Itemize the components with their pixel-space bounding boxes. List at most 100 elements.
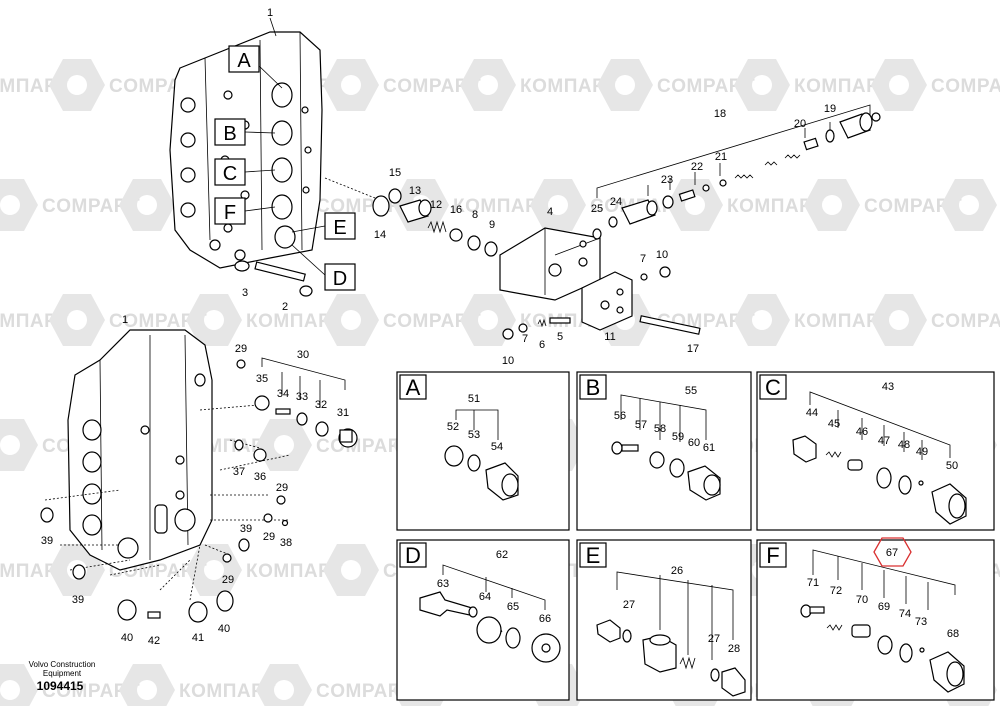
svg-text:COMPART: COMPART bbox=[316, 681, 414, 702]
o-ring-29b[interactable] bbox=[276, 495, 286, 505]
svg-text:A: A bbox=[237, 50, 251, 72]
part-label-1: 1 bbox=[267, 7, 273, 19]
o-ring-37[interactable] bbox=[234, 439, 244, 451]
o-ring-14[interactable] bbox=[372, 195, 390, 217]
o-ring-7-upper[interactable] bbox=[640, 273, 648, 281]
svg-text:D: D bbox=[333, 268, 347, 290]
pin-5[interactable] bbox=[549, 317, 571, 324]
part-label-6: 6 bbox=[539, 339, 545, 351]
valve-cover-11[interactable] bbox=[581, 271, 633, 331]
plug-31[interactable] bbox=[338, 428, 358, 448]
plug-13[interactable] bbox=[399, 199, 432, 223]
part-label-32: 32 bbox=[315, 399, 327, 411]
part-label-58: 58 bbox=[654, 423, 666, 435]
svg-text:COMPART: COMPART bbox=[931, 311, 1000, 332]
main-valve-block-bottom[interactable] bbox=[67, 329, 213, 571]
part-label-34: 34 bbox=[277, 388, 289, 400]
svg-text:D: D bbox=[405, 543, 421, 568]
watermark-tile: COMPART bbox=[597, 59, 755, 111]
part-label-31: 31 bbox=[337, 407, 349, 419]
detail-panel-f: F bbox=[756, 537, 995, 701]
part-label-25: 25 bbox=[591, 203, 603, 215]
part-label-4: 4 bbox=[547, 206, 553, 218]
o-ring-7[interactable] bbox=[518, 323, 528, 333]
part-label-57: 57 bbox=[635, 419, 647, 431]
o-ring-40b[interactable] bbox=[216, 590, 234, 612]
part-label-56: 56 bbox=[614, 410, 626, 422]
pin-38[interactable] bbox=[281, 519, 289, 527]
svg-text:КОМПАРТ: КОМПАРТ bbox=[179, 681, 276, 702]
spring-6[interactable] bbox=[537, 318, 547, 328]
o-ring-32[interactable] bbox=[315, 421, 329, 437]
part-label-14: 14 bbox=[374, 229, 386, 241]
part-label-26: 26 bbox=[671, 565, 683, 577]
svg-text:КОМПАРТ: КОМПАРТ bbox=[246, 311, 343, 332]
callout-box-f: F bbox=[214, 197, 246, 225]
callout-box-e: E bbox=[324, 212, 356, 240]
o-ring-41[interactable] bbox=[188, 601, 208, 623]
part-label-54: 54 bbox=[491, 441, 503, 453]
washer-3[interactable] bbox=[234, 260, 250, 272]
plug-10-upper[interactable] bbox=[659, 266, 671, 278]
o-ring-40a[interactable] bbox=[117, 599, 137, 621]
pin-34[interactable] bbox=[275, 408, 291, 415]
part-label-36: 36 bbox=[254, 471, 266, 483]
part-label-61: 61 bbox=[703, 442, 715, 454]
part-label-40: 40 bbox=[121, 632, 133, 644]
pin-42[interactable] bbox=[147, 611, 161, 619]
svg-text:C: C bbox=[223, 163, 237, 185]
o-ring-8[interactable] bbox=[467, 235, 481, 251]
part-label-71: 71 bbox=[807, 577, 819, 589]
watermark-tile: COMPART bbox=[256, 419, 414, 471]
part-label-72: 72 bbox=[830, 585, 842, 597]
watermark-tile: COMPART bbox=[0, 664, 140, 706]
part-label-27: 27 bbox=[708, 633, 720, 645]
part-label-13: 13 bbox=[409, 185, 421, 197]
washer-16[interactable] bbox=[449, 228, 463, 242]
o-ring-29a[interactable] bbox=[236, 359, 246, 369]
watermark-tile: COMPART bbox=[804, 179, 962, 231]
part-label-5: 5 bbox=[557, 331, 563, 343]
part-label-21: 21 bbox=[715, 151, 727, 163]
part-label-33: 33 bbox=[296, 391, 308, 403]
part-label-68: 68 bbox=[947, 628, 959, 640]
o-ring-39c[interactable] bbox=[238, 538, 250, 552]
svg-text:A: A bbox=[406, 375, 421, 400]
svg-text:B: B bbox=[223, 123, 236, 145]
callout-box-d: D bbox=[324, 263, 356, 291]
svg-text:COMPART: COMPART bbox=[109, 311, 207, 332]
part-label-70: 70 bbox=[856, 594, 868, 606]
svg-text:КОМПАРТ: КОМПАРТ bbox=[727, 196, 824, 217]
o-ring-29c[interactable] bbox=[263, 513, 273, 523]
callout-box-b: B bbox=[214, 118, 246, 146]
part-label-10: 10 bbox=[502, 355, 514, 367]
part-label-20: 20 bbox=[794, 118, 806, 130]
part-label-7: 7 bbox=[522, 333, 528, 345]
bolt-2[interactable] bbox=[254, 261, 313, 297]
valve-cover-4[interactable] bbox=[499, 227, 601, 301]
o-ring-39b[interactable] bbox=[72, 564, 86, 580]
plug-35[interactable] bbox=[254, 395, 270, 411]
part-label-49: 49 bbox=[916, 446, 928, 458]
part-label-59: 59 bbox=[672, 431, 684, 443]
part-label-62: 62 bbox=[496, 549, 508, 561]
watermark-tile: COMPART bbox=[871, 59, 1000, 111]
bolt-17[interactable] bbox=[639, 315, 701, 335]
plug-10-bottom[interactable] bbox=[502, 328, 514, 340]
part-label-39: 39 bbox=[41, 535, 53, 547]
o-ring-33[interactable] bbox=[296, 412, 308, 426]
o-ring-9[interactable] bbox=[484, 241, 498, 257]
o-ring-29d[interactable] bbox=[222, 553, 232, 563]
relief-valve-assembly[interactable] bbox=[592, 112, 881, 240]
part-label-19: 19 bbox=[824, 103, 836, 115]
part-label-30: 30 bbox=[297, 349, 309, 361]
spring-12[interactable] bbox=[427, 220, 447, 234]
o-ring-39a[interactable] bbox=[40, 507, 54, 523]
svg-text:COMPART: COMPART bbox=[383, 311, 481, 332]
o-ring-15[interactable] bbox=[388, 188, 402, 204]
svg-text:F: F bbox=[224, 202, 236, 224]
svg-text:E: E bbox=[586, 543, 601, 568]
svg-text:КОМПАРТ: КОМПАРТ bbox=[520, 76, 617, 97]
plug-36[interactable] bbox=[253, 448, 267, 462]
part-label-55: 55 bbox=[685, 385, 697, 397]
